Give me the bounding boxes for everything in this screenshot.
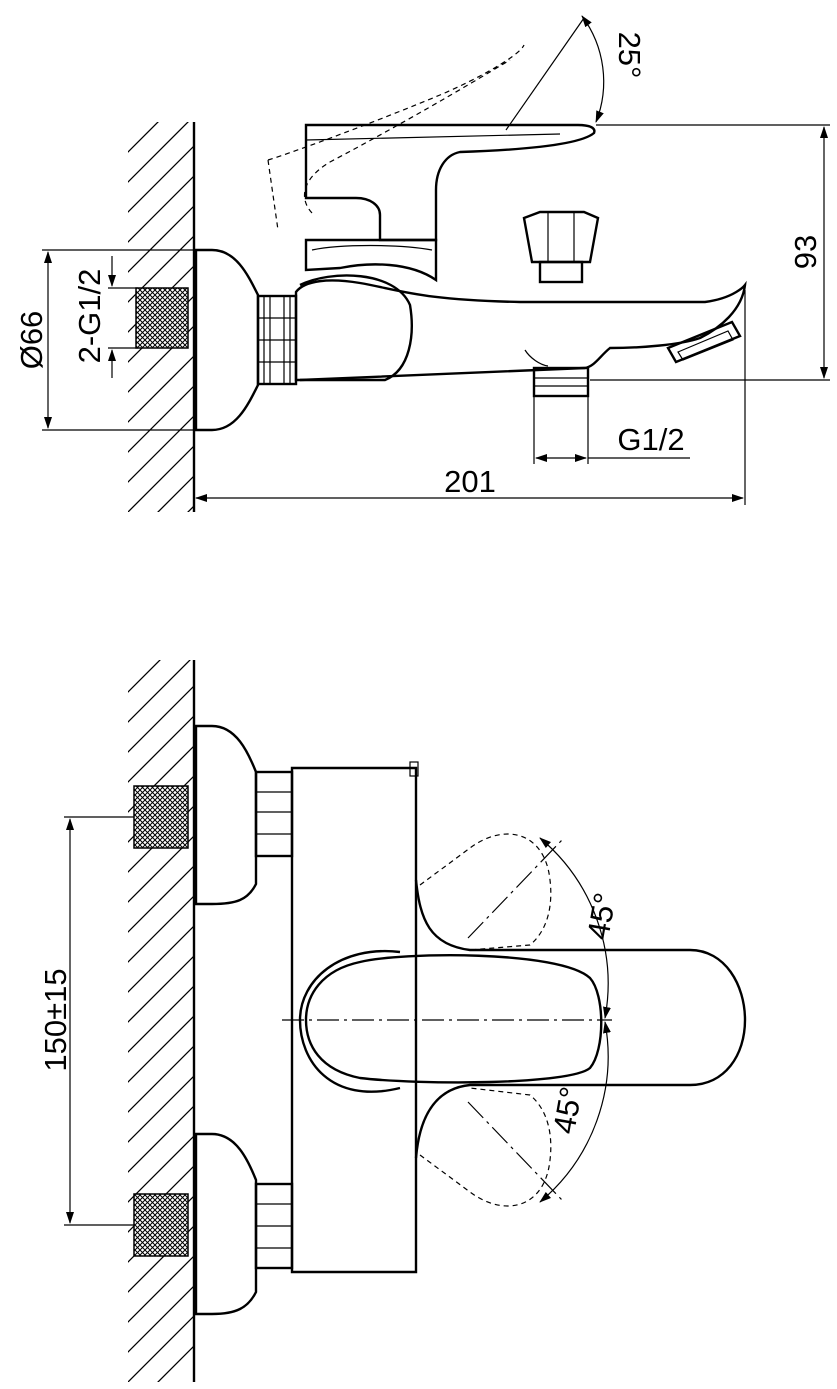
body-inner-curve [299,274,413,382]
flange-diameter-label: Ø66 [14,311,49,370]
spout-undercurve [524,349,549,367]
length-label: 201 [444,464,496,499]
wall-flange [194,248,260,432]
lower-flange [194,1132,258,1316]
lever-angle-label: 25° [612,32,647,79]
mixer-body [290,766,418,1274]
top-view: 45° 45° 150±15 [38,660,747,1382]
lever-cap [304,954,603,1084]
lever-top-outline [414,879,747,1159]
lever-upper-position [419,833,552,951]
wall-hatching-bottom [128,660,194,1382]
center-distance-label: 150±15 [38,968,73,1071]
cartridge-base [304,238,438,283]
upper-inlet-thread [133,785,189,849]
lever-handle [304,123,596,242]
inlet-thread-label: 2-G1/2 [72,269,107,364]
nut-detail [258,296,296,384]
upper-nut [254,770,294,858]
lower-inlet-thread [133,1193,189,1257]
diverter-knob [522,210,600,284]
outlet-connector [532,366,590,398]
height-label: 93 [788,235,823,269]
outlet-thread-label: G1/2 [617,422,684,457]
angle-upper-label: 45° [580,890,623,942]
lever-lower-position [419,1087,552,1207]
aerator [666,320,742,364]
upper-flange [194,724,258,906]
lever-raised-outline [267,44,525,231]
side-view: 25° 93 Ø66 2-G1/2 G1/2 201 [14,15,830,512]
spout-body [294,279,747,382]
angle-lower-label: 45° [546,1084,589,1136]
lever-hub [298,949,401,1093]
inlet-thread [135,287,189,349]
